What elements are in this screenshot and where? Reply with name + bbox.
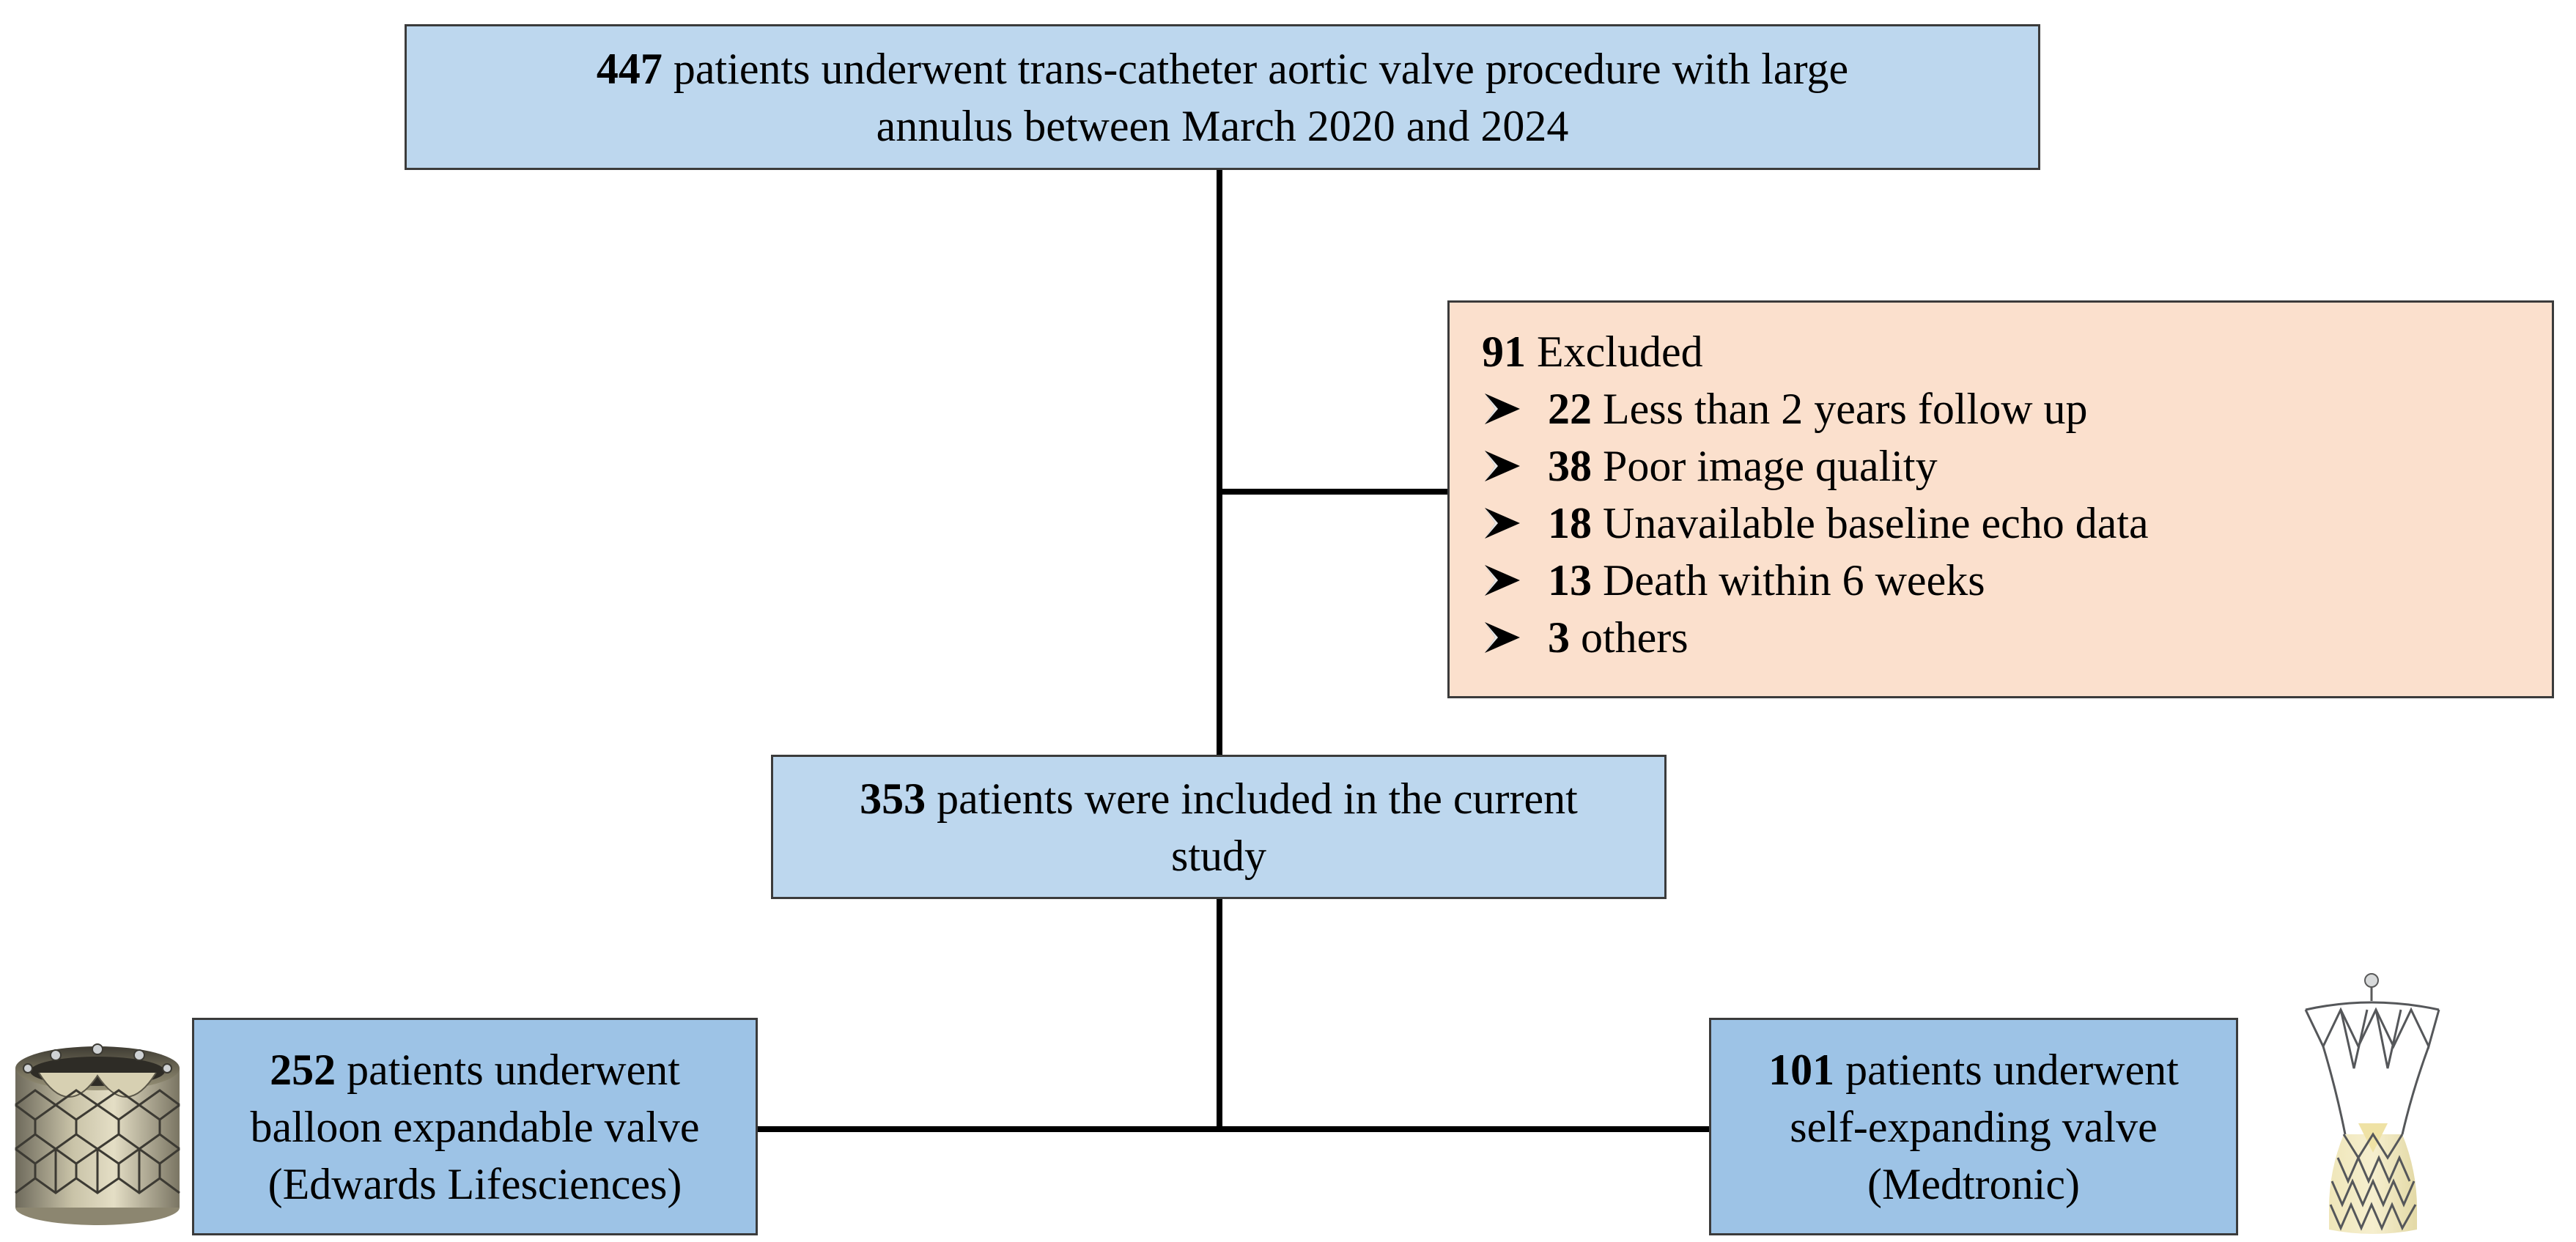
balloon-line-3: (Edwards Lifesciences) [267, 1159, 682, 1208]
included-count: 353 [860, 774, 926, 823]
included-line-1: 353 patients were included in the curren… [860, 770, 1578, 827]
included-text-1: patients were included in the current [926, 774, 1578, 823]
enrolled-line-2: annulus between March 2020 and 2024 [876, 101, 1569, 150]
balloon-expandable-valve-image [15, 1043, 180, 1225]
balloon-count: 252 [270, 1045, 336, 1094]
arrow-bullet-icon [1485, 451, 1520, 481]
exclusion-reason-item: 18 Unavailable baseline echo data [1482, 495, 2552, 552]
exclusion-reason-label: Poor image quality [1592, 442, 1938, 490]
enrolled-patients-box: 447 patients underwent trans-catheter ao… [405, 24, 2040, 170]
self-expanding-text-1: patients underwent [1834, 1045, 2179, 1094]
exclusion-reason-text: 3 others [1548, 609, 1689, 666]
exclusion-reason-item: 22 Less than 2 years follow up [1482, 380, 2552, 437]
exclusion-reason-count: 13 [1548, 556, 1592, 605]
exclusion-reason-item: 38 Poor image quality [1482, 437, 2552, 495]
balloon-expandable-box: 252 patients underwent balloon expandabl… [192, 1018, 758, 1235]
excluded-label: Excluded [1526, 328, 1703, 376]
exclusion-reason-text: 22 Less than 2 years follow up [1548, 380, 2088, 437]
arrow-bullet-icon [1485, 622, 1520, 653]
enrolled-count: 447 [596, 44, 663, 93]
connector-horizontal-branch [758, 1126, 1719, 1132]
excluded-box: 91 Excluded 22 Less than 2 years follow … [1447, 300, 2554, 698]
balloon-text-1: patients underwent [336, 1045, 680, 1094]
self-expanding-box: 101 patients underwent self-expanding va… [1709, 1018, 2238, 1235]
exclusion-reason-label: Unavailable baseline echo data [1592, 499, 2149, 547]
included-line-2: study [1170, 831, 1267, 880]
self-expanding-line-2: self-expanding valve [1790, 1102, 2158, 1151]
exclusion-reason-text: 18 Unavailable baseline echo data [1548, 495, 2149, 552]
exclusion-reason-item: 3 others [1482, 609, 2552, 666]
self-expanding-count: 101 [1768, 1045, 1835, 1094]
arrow-bullet-icon [1485, 393, 1520, 424]
excluded-title: 91 Excluded [1482, 323, 2552, 380]
balloon-line-2: balloon expandable valve [250, 1102, 700, 1151]
exclusion-reasons-list: 22 Less than 2 years follow up 38 Poor i… [1450, 380, 2552, 666]
arrow-bullet-icon [1485, 508, 1520, 539]
exclusion-reason-label: Less than 2 years follow up [1592, 385, 2088, 433]
exclusion-reason-count: 3 [1548, 613, 1570, 662]
exclusion-reason-text: 13 Death within 6 weeks [1548, 552, 1985, 609]
balloon-line-1: 252 patients underwent [270, 1041, 680, 1098]
exclusion-reason-item: 13 Death within 6 weeks [1482, 552, 2552, 609]
connector-trunk-bottom [1217, 899, 1222, 1132]
excluded-count: 91 [1482, 328, 1526, 376]
enrolled-line-1: 447 patients underwent trans-catheter ao… [597, 40, 1848, 97]
exclusion-reason-text: 38 Poor image quality [1548, 437, 1938, 495]
exclusion-reason-count: 22 [1548, 385, 1592, 433]
self-expanding-line-3: (Medtronic) [1867, 1159, 2080, 1208]
exclusion-reason-count: 38 [1548, 442, 1592, 490]
enrolled-text-1: patients underwent trans-catheter aortic… [662, 44, 1849, 93]
connector-trunk-top [1217, 170, 1222, 755]
self-expanding-valve-image [2304, 973, 2440, 1234]
self-expanding-line-1: 101 patients underwent [1768, 1041, 2179, 1098]
exclusion-reason-count: 18 [1548, 499, 1592, 547]
exclusion-reason-label: Death within 6 weeks [1592, 556, 1985, 605]
included-patients-box: 353 patients were included in the curren… [771, 755, 1667, 899]
connector-to-excluded [1217, 489, 1450, 495]
arrow-bullet-icon [1485, 565, 1520, 596]
exclusion-reason-label: others [1570, 613, 1689, 662]
